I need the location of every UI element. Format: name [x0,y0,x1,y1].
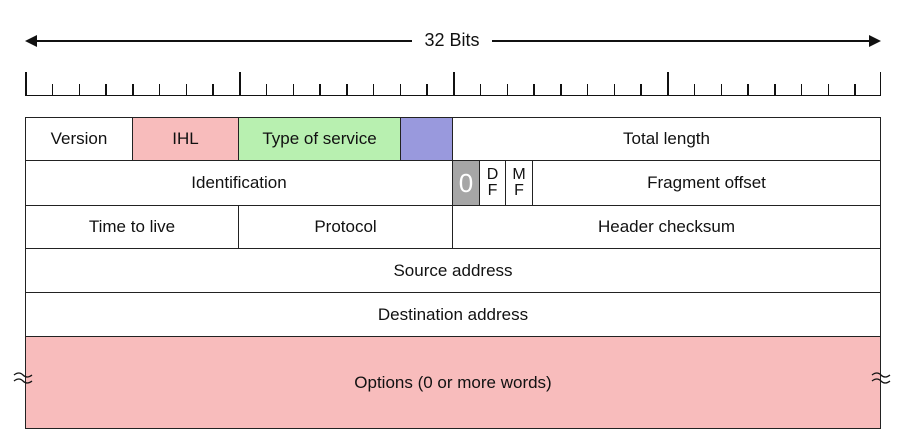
ruler-tick [212,84,214,96]
field-header-checksum: Header checksum [452,205,881,249]
ruler-tick [292,84,294,96]
width-arrow-left-head [25,35,37,47]
field-mf-flag: M F [505,160,533,206]
ruler-tick [372,84,375,96]
ruler-tick [560,84,562,96]
ruler-tick [506,84,508,96]
bit-ruler [25,70,881,96]
ruler-tick [800,84,803,96]
ruler-tick [265,84,268,96]
mf-flag-top: M [512,166,526,183]
ruler-tick [747,84,749,96]
ruler-tick [51,84,54,96]
ruler-tick [586,84,589,96]
ruler-tick [185,84,187,96]
ruler-tick [640,84,642,96]
width-arrow-right-head [869,35,881,47]
ruler-tick [693,84,696,96]
ruler-tick [239,72,241,96]
field-total-length: Total length [452,117,881,161]
ruler-tick [78,84,80,96]
df-flag-bottom: F [487,182,498,199]
mf-flag-bottom: F [514,182,524,199]
ruler-tick [158,84,161,96]
field-options: Options (0 or more words) [25,336,881,429]
width-label: 32 Bits [412,29,492,51]
width-arrow-left-line [35,40,412,42]
width-arrow-right-line [492,40,871,42]
ruler-tick [774,84,776,96]
ruler-tick [827,84,829,96]
field-time-to-live: Time to live [25,205,239,249]
df-flag-top: D [486,166,499,183]
ruler-tick [667,72,669,96]
ruler-tick [105,84,107,96]
right-break-mark [870,368,892,392]
field-df-flag: D F [479,160,506,206]
field-reserved-bit: 0 [452,160,480,206]
field-ihl: IHL [132,117,239,161]
ruler-tick [533,84,535,96]
ruler-tick [132,84,134,96]
ruler-tick [25,72,27,96]
ruler-tick [879,72,881,96]
field-tos-unused-bits [400,117,453,161]
ruler-tick [346,84,348,96]
field-version: Version [25,117,133,161]
field-source-address: Source address [25,248,881,293]
ruler-tick [720,84,722,96]
ruler-tick [479,84,482,96]
ruler-tick [426,84,428,96]
ruler-tick [453,72,455,96]
ruler-tick [399,84,401,96]
field-type-of-service: Type of service [238,117,401,161]
field-identification: Identification [25,160,453,206]
ruler-tick [613,84,615,96]
field-destination-address: Destination address [25,292,881,337]
ruler-tick [854,84,856,96]
field-protocol: Protocol [238,205,453,249]
ruler-tick [319,84,321,96]
left-break-mark [12,368,34,392]
field-fragment-offset: Fragment offset [532,160,881,206]
